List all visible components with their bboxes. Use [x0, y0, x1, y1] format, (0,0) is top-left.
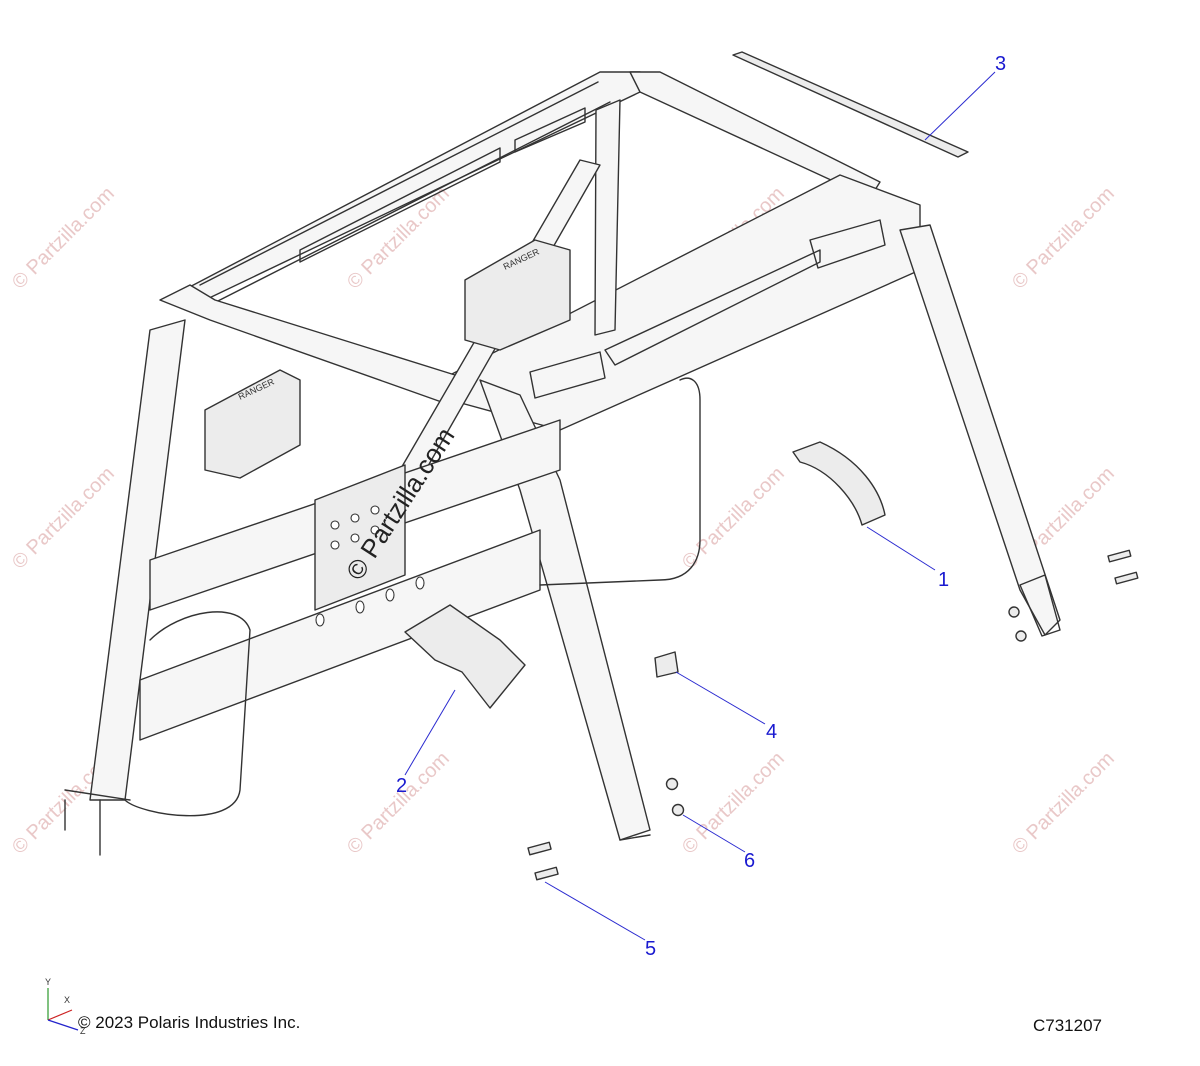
watermark: © Partzilla.com: [8, 183, 119, 294]
callout-4: 4: [766, 721, 777, 743]
rops-cage: RANGER RANGER: [64, 71, 1061, 856]
callout-6: 6: [744, 850, 755, 872]
callout-1: 1: [938, 569, 949, 591]
axis-z-label: Z: [80, 1026, 86, 1036]
watermark: © Partzilla.com: [678, 748, 789, 859]
axis-y-label: Y: [45, 977, 51, 987]
copyright-text: © 2023 Polaris Industries Inc.: [78, 1013, 301, 1032]
watermark: © Partzilla.com: [678, 463, 789, 574]
watermark: © Partzilla.com: [1008, 748, 1119, 859]
watermark: © Partzilla.com: [8, 463, 119, 574]
axis-triad: Y X Z: [45, 977, 86, 1036]
axis-x-label: X: [64, 995, 70, 1005]
fasteners-bottom: [527, 777, 685, 881]
drawing-id: C731207: [1033, 1016, 1103, 1035]
callout-3: 3: [995, 53, 1006, 75]
watermark: © Partzilla.com: [343, 748, 454, 859]
part-3-strip: [732, 51, 969, 158]
part-2-cover: [404, 604, 526, 709]
leader-lines: [404, 71, 996, 941]
callout-2: 2: [396, 775, 407, 797]
part-1-cover: [792, 441, 886, 526]
part-4-patch: [654, 651, 679, 678]
fasteners-right: [1008, 549, 1139, 642]
callout-5: 5: [645, 938, 656, 960]
watermark: © Partzilla.com: [1008, 183, 1119, 294]
